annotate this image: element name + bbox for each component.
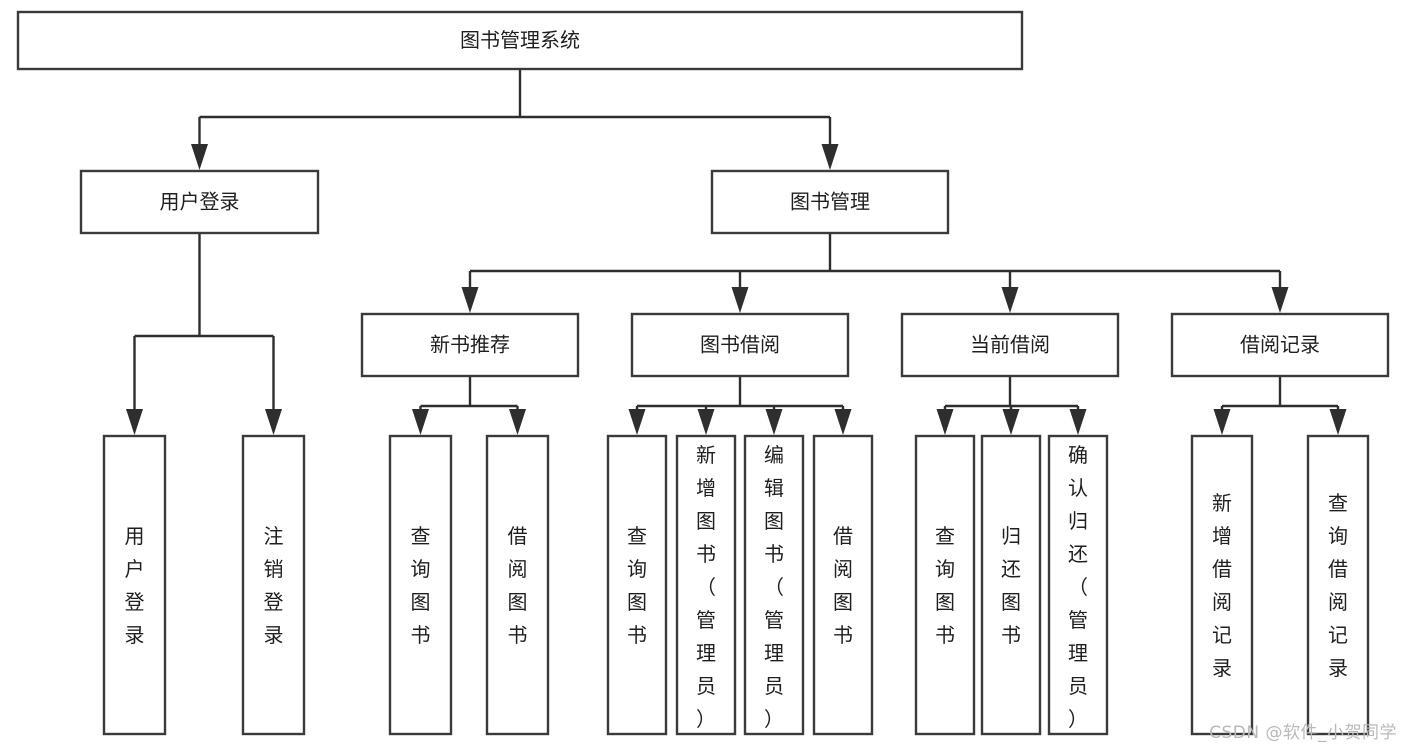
node-box-leaf-confirm-return[interactable] — [1047, 434, 1109, 736]
arrow-head-icon — [936, 409, 954, 435]
node-leaf-borrow-book-2[interactable]: 借阅图书 — [812, 434, 874, 736]
arrow-head-icon — [765, 409, 783, 435]
node-box-book-borrow[interactable] — [630, 312, 850, 378]
node-label-book-borrow: 图书借阅 — [700, 333, 780, 357]
connector-group — [628, 376, 852, 435]
node-label-leaf-query-book-3: 查询图书 — [935, 524, 955, 647]
arrow-head-icon — [412, 409, 429, 435]
node-label-leaf-query-record: 查询借阅记录 — [1328, 491, 1348, 680]
arrow-head-icon — [461, 287, 479, 313]
arrow-head-icon — [834, 409, 852, 435]
arrow-head-icon — [697, 409, 715, 435]
arrow-head-icon — [1271, 287, 1289, 313]
node-leaf-query-book-3[interactable]: 查询图书 — [914, 434, 976, 736]
node-root[interactable]: 图书管理系统 — [16, 10, 1024, 71]
node-box-borrow-record[interactable] — [1170, 312, 1390, 378]
node-book-borrow[interactable]: 图书借阅 — [630, 312, 850, 378]
node-box-book-manage[interactable] — [710, 169, 950, 235]
node-box-leaf-edit-book[interactable] — [743, 434, 805, 736]
node-leaf-borrow-book-1[interactable]: 借阅图书 — [485, 434, 550, 736]
arrow-head-icon — [191, 144, 208, 170]
node-box-leaf-return-book[interactable] — [980, 434, 1042, 736]
arrow-head-icon — [509, 409, 526, 435]
node-leaf-return-book[interactable]: 归还图书 — [980, 434, 1042, 736]
arrow-head-icon — [628, 409, 646, 435]
node-box-leaf-query-record[interactable] — [1306, 434, 1370, 736]
node-leaf-confirm-return[interactable]: 确认归还（管理员） — [1047, 434, 1109, 736]
node-label-leaf-add-book: 新增图书（管理员） — [696, 443, 716, 731]
node-label-leaf-borrow-book-1: 借阅图书 — [508, 524, 528, 647]
node-leaf-query-book-2[interactable]: 查询图书 — [606, 434, 668, 736]
node-box-leaf-user-logout[interactable] — [241, 434, 306, 736]
node-label-new-book-rec: 新书推荐 — [430, 333, 510, 357]
arrow-head-icon — [1001, 287, 1019, 313]
node-leaf-add-book[interactable]: 新增图书（管理员） — [675, 434, 737, 736]
node-leaf-query-record[interactable]: 查询借阅记录 — [1306, 434, 1370, 736]
connector-group — [461, 233, 1289, 313]
connector-layer — [126, 69, 1347, 435]
node-label-root: 图书管理系统 — [460, 28, 580, 52]
node-label-leaf-confirm-return: 确认归还（管理员） — [1068, 443, 1088, 731]
node-label-current-borrow: 当前借阅 — [970, 333, 1050, 357]
node-box-leaf-add-book[interactable] — [675, 434, 737, 736]
node-box-root[interactable] — [16, 10, 1024, 71]
arrow-head-icon — [1069, 409, 1087, 435]
node-box-user-login[interactable] — [79, 169, 320, 235]
arrow-head-icon — [821, 144, 839, 170]
node-leaf-add-record[interactable]: 新增借阅记录 — [1190, 434, 1254, 736]
arrow-head-icon — [1329, 409, 1347, 435]
node-borrow-record[interactable]: 借阅记录 — [1170, 312, 1390, 378]
node-label-leaf-return-book: 归还图书 — [1001, 524, 1021, 647]
connector-group — [412, 376, 526, 435]
node-label-leaf-edit-book: 编辑图书（管理员） — [764, 443, 784, 731]
connector-group — [936, 376, 1087, 435]
connector-group — [1213, 376, 1347, 435]
node-new-book-rec[interactable]: 新书推荐 — [360, 312, 580, 378]
node-current-borrow[interactable]: 当前借阅 — [900, 312, 1120, 378]
node-user-login[interactable]: 用户登录 — [79, 169, 320, 235]
node-box-leaf-query-book-2[interactable] — [606, 434, 668, 736]
arrow-head-icon — [265, 409, 282, 435]
node-box-new-book-rec[interactable] — [360, 312, 580, 378]
node-label-leaf-query-book-2: 查询图书 — [627, 524, 647, 647]
node-leaf-user-login[interactable]: 用户登录 — [102, 434, 167, 736]
node-label-user-login: 用户登录 — [160, 190, 240, 214]
node-box-leaf-borrow-book-2[interactable] — [812, 434, 874, 736]
node-layer: 图书管理系统用户登录图书管理新书推荐图书借阅当前借阅借阅记录用户登录注销登录查询… — [16, 10, 1390, 736]
node-leaf-edit-book[interactable]: 编辑图书（管理员） — [743, 434, 805, 736]
arrow-head-icon — [731, 287, 749, 313]
node-box-leaf-add-record[interactable] — [1190, 434, 1254, 736]
node-book-manage[interactable]: 图书管理 — [710, 169, 950, 235]
node-box-leaf-borrow-book-1[interactable] — [485, 434, 550, 736]
arrow-head-icon — [1002, 409, 1020, 435]
node-label-leaf-user-logout: 注销登录 — [264, 524, 284, 647]
connector-group — [191, 69, 839, 170]
node-box-leaf-user-login[interactable] — [102, 434, 167, 736]
node-label-leaf-query-book-1: 查询图书 — [411, 524, 431, 647]
arrow-head-icon — [126, 409, 143, 435]
node-leaf-query-book-1[interactable]: 查询图书 — [388, 434, 453, 736]
arrow-head-icon — [1213, 409, 1231, 435]
node-label-borrow-record: 借阅记录 — [1240, 333, 1320, 357]
node-label-leaf-user-login: 用户登录 — [125, 524, 145, 647]
node-label-leaf-borrow-book-2: 借阅图书 — [833, 524, 853, 647]
node-label-leaf-add-record: 新增借阅记录 — [1212, 491, 1232, 680]
node-box-current-borrow[interactable] — [900, 312, 1120, 378]
node-leaf-user-logout[interactable]: 注销登录 — [241, 434, 306, 736]
node-label-book-manage: 图书管理 — [790, 190, 870, 214]
node-box-leaf-query-book-3[interactable] — [914, 434, 976, 736]
connector-group — [126, 233, 282, 435]
node-box-leaf-query-book-1[interactable] — [388, 434, 453, 736]
